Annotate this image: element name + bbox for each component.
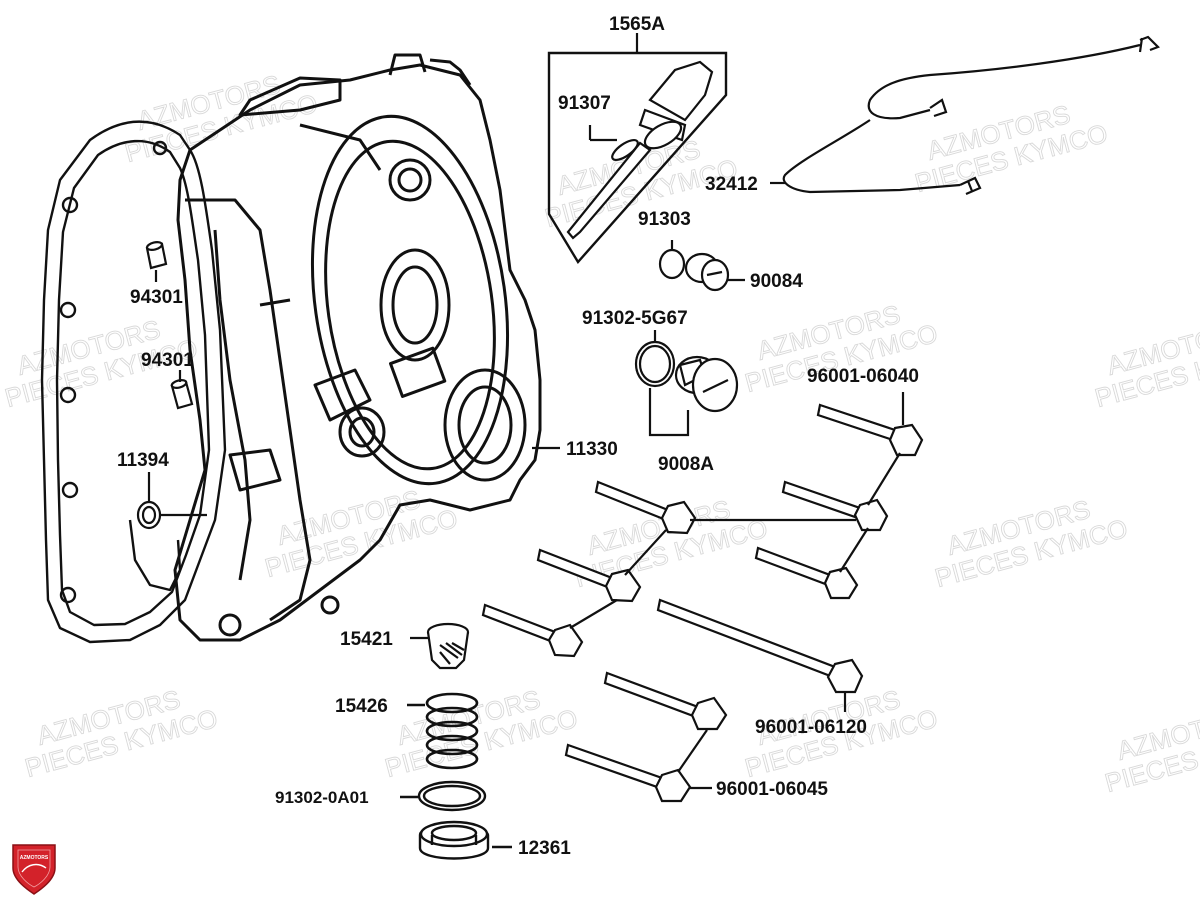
spring-15426: [407, 692, 479, 770]
watermarks: AZMOTORS PIECES KYMCO AZMOTORS PIECES KY…: [1, 68, 1200, 798]
label-91302-0A01: 91302-0A01: [275, 788, 369, 807]
label-94301-upper: 94301: [130, 287, 183, 308]
label-11394: 11394: [117, 450, 169, 471]
gasket-11394: [40, 120, 227, 644]
label-12361: 12361: [518, 838, 571, 859]
dipstick-91307: [566, 60, 714, 240]
o-ring-91302-0A01: [400, 780, 487, 812]
o-ring-91302-5G67: [634, 330, 676, 388]
label-91302-5G67: 91302-5G67: [582, 308, 688, 329]
plug-9008A: [674, 355, 739, 413]
bolts-96001-06045: [564, 671, 728, 803]
label-90084: 90084: [750, 271, 803, 292]
label-15421: 15421: [340, 629, 393, 650]
label-96001-06040: 96001-06040: [807, 366, 919, 387]
bolts-96001-06045-leaders: [677, 729, 712, 790]
label-91307: 91307: [558, 93, 611, 114]
dowel-pin-94301-lower: [170, 379, 194, 410]
label-32412: 32412: [705, 174, 758, 195]
strainer-15421: [410, 622, 470, 670]
plug-90084: [684, 252, 745, 292]
bolts-96001-06040: [481, 403, 924, 658]
label-94301-lower: 94301: [141, 350, 194, 371]
label-9008A: 9008A: [658, 454, 714, 475]
azmotors-logo: AZMOTORS: [12, 844, 56, 895]
dowel-pin-94301-upper: [145, 241, 168, 270]
plug-9008A-leader: [648, 388, 690, 437]
bolt-96001-06120: [656, 598, 864, 712]
crankcase-cover-11330: [173, 53, 542, 642]
part-labels: 1565A 91307 32412 91303 90084 91302-5G67…: [117, 14, 919, 859]
label-96001-06120: 96001-06120: [755, 717, 867, 738]
logo-text: AZMOTORS: [20, 855, 49, 861]
dipstick-1565A-frame: [547, 51, 728, 265]
cable-32412: [770, 35, 1160, 196]
o-ring-91303: [658, 240, 686, 280]
label-96001-06045: 96001-06045: [716, 779, 828, 800]
label-15426: 15426: [335, 696, 388, 717]
label-1565A: 1565A: [609, 14, 665, 35]
bolts-96001-06040-leaders: [569, 392, 905, 629]
leader-lines: [147, 33, 639, 502]
label-91303: 91303: [638, 209, 691, 230]
label-11330: 11330: [566, 439, 618, 460]
cap-12361: [418, 820, 512, 860]
